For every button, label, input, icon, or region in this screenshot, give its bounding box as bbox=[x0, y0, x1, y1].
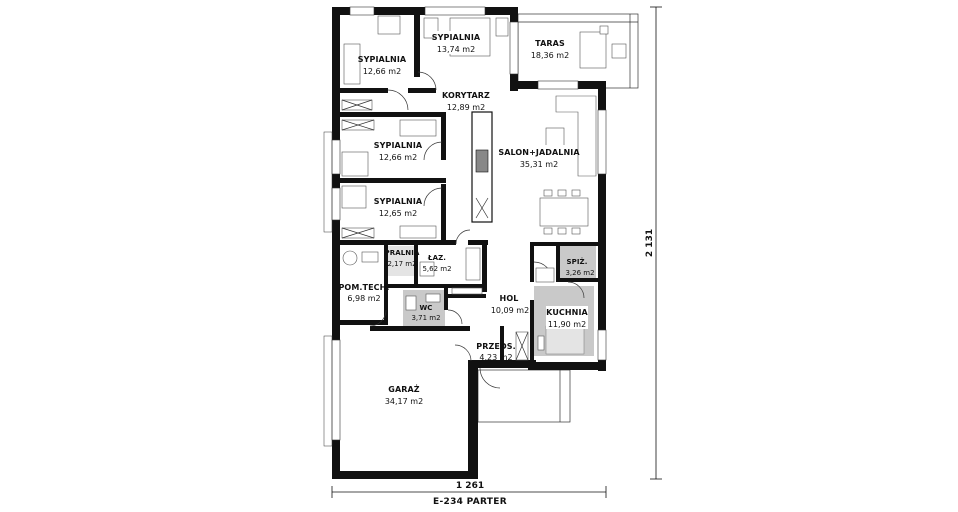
sink-icon bbox=[425, 293, 441, 303]
room-area: 12,66 m2 bbox=[379, 153, 417, 162]
entrance-canopy-outline bbox=[477, 369, 571, 423]
terrace-table-icon bbox=[579, 31, 607, 69]
dimension-lines bbox=[331, 6, 662, 498]
desk-icon bbox=[377, 15, 401, 35]
room-name-sypialnia: SYPIALNIA bbox=[432, 33, 481, 42]
room-area: 12,65 m2 bbox=[379, 209, 417, 218]
plan-title: E-234 PARTER bbox=[433, 497, 507, 507]
room-name-wc: WC bbox=[419, 304, 432, 312]
sink-icon bbox=[419, 261, 435, 277]
width-dimension: 1 261 bbox=[456, 481, 484, 491]
bed-icon bbox=[341, 151, 369, 177]
room-area: 18,36 m2 bbox=[531, 51, 569, 60]
windows bbox=[323, 6, 607, 447]
room-name-sypialnia: SYPIALNIA bbox=[374, 197, 423, 206]
bed-icon bbox=[341, 185, 367, 209]
fridge-icon bbox=[535, 267, 555, 283]
room-area: 3,71 m2 bbox=[411, 314, 440, 322]
furniture bbox=[341, 15, 627, 361]
room-area: 3,26 m2 bbox=[565, 269, 594, 277]
room-name-pom-tech: POM.TECH. bbox=[338, 283, 389, 292]
room-name-garaz: GARAŻ bbox=[388, 384, 420, 394]
bathtub-icon bbox=[465, 247, 481, 281]
laundry-floor-fill bbox=[387, 246, 417, 276]
room-name-pralnia: PRALNIA bbox=[385, 249, 420, 257]
boiler-icon bbox=[342, 250, 358, 266]
bed-icon bbox=[343, 43, 361, 85]
room-name-sypialnia: SYPIALNIA bbox=[358, 55, 407, 64]
room-area: 11,90 m2 bbox=[548, 320, 586, 329]
room-name-spizarnia: SPIŻ. bbox=[566, 257, 587, 266]
room-name-salon-jadalnia: SALON+JADALNIA bbox=[498, 148, 580, 157]
wardrobe-icon bbox=[399, 225, 437, 239]
room-area: 2,17 m2 bbox=[387, 260, 416, 268]
room-area: 12,66 m2 bbox=[363, 67, 401, 76]
fireplace-icon bbox=[475, 149, 489, 173]
room-name-kuchnia: KUCHNIA bbox=[546, 308, 588, 317]
room-area: 4,23 m2 bbox=[479, 353, 512, 362]
pantry-floor-fill bbox=[558, 246, 596, 279]
kitchen-island-icon bbox=[545, 325, 585, 355]
room-name-korytarz: KORYTARZ bbox=[442, 91, 490, 100]
room-area: 5,62 m2 bbox=[422, 265, 451, 273]
room-area: 10,09 m2 bbox=[491, 306, 529, 315]
room-name-sypialnia: SYPIALNIA bbox=[374, 141, 423, 150]
height-dimension: 2 131 bbox=[645, 229, 655, 257]
toilet-icon bbox=[405, 295, 417, 311]
room-area: 12,89 m2 bbox=[447, 103, 485, 112]
room-labels: SYPIALNIA 12,66 m2 SYPIALNIA 13,74 m2 TA… bbox=[338, 31, 595, 406]
room-name-taras: TARAS bbox=[535, 39, 565, 48]
room-name-hol: HOL bbox=[500, 294, 519, 303]
room-name-lazienka: ŁAZ. bbox=[427, 254, 446, 262]
dining-table-icon bbox=[539, 197, 589, 227]
room-area: 34,17 m2 bbox=[385, 397, 423, 406]
wardrobe-icon bbox=[399, 119, 437, 137]
room-area: 6,98 m2 bbox=[347, 294, 380, 303]
room-area: 35,31 m2 bbox=[520, 160, 558, 169]
room-name-przedsionek: PRZEDS. bbox=[476, 342, 515, 351]
sofa-icon bbox=[555, 95, 597, 177]
room-area: 13,74 m2 bbox=[437, 45, 475, 54]
